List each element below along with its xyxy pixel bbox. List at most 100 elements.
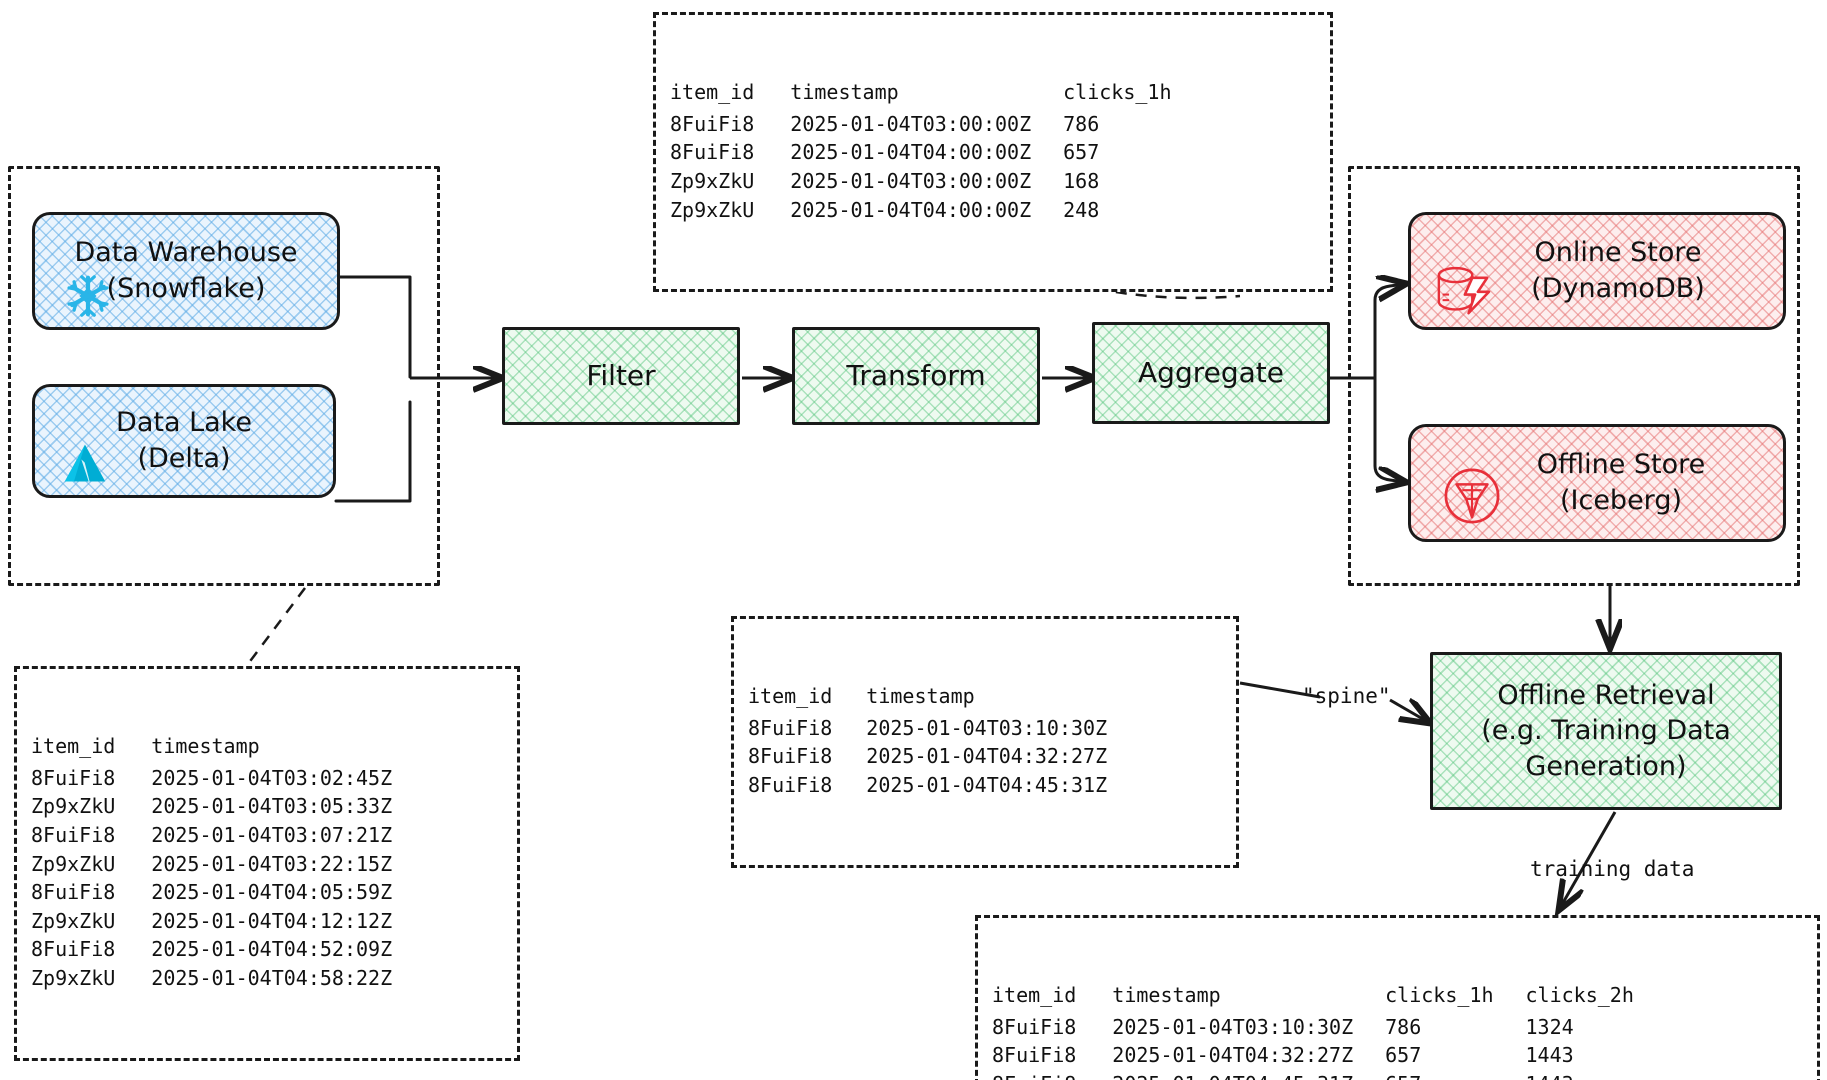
cell-item-id: 8FuiFi8	[748, 715, 833, 740]
cell-item-id: 8FuiFi8	[31, 937, 116, 962]
offline-store-line-1: Offline Store	[1536, 448, 1706, 480]
spine-annotation-label: "spine"	[1302, 684, 1391, 708]
table-row: 8FuiFi8 2025-01-04T04:00:00Z 657	[670, 138, 1172, 167]
cell-item-id: Zp9xZkU	[31, 851, 116, 876]
cell-timestamp: 2025-01-04T03:07:21Z	[151, 822, 393, 847]
aggregated-features-table: item_id timestamp clicks_1h 8FuiFi8 2025…	[653, 12, 1333, 293]
offline-retrieval-label: Offline Retrieval (e.g. Training Data Ge…	[1481, 678, 1731, 783]
cell-item-id: 8FuiFi8	[748, 772, 833, 797]
col-item-id: item_id	[670, 80, 755, 105]
table-row: 8FuiFi8 2025-01-04T04:45:31Z 657 1443	[992, 1070, 1634, 1080]
warehouse-line-1: Data Warehouse	[74, 236, 298, 268]
cell-timestamp: 2025-01-04T03:00:00Z	[790, 111, 1032, 136]
training-data-annotation-label: training data	[1530, 857, 1695, 881]
col-clicks-2h: clicks_2h	[1525, 983, 1634, 1008]
col-item-id: item_id	[748, 684, 833, 709]
cell-clicks-1h: 657	[1385, 1070, 1525, 1080]
table-row: 8FuiFi8 2025-01-04T04:32:27Z	[748, 742, 1107, 771]
cell-clicks-2h: 1443	[1525, 1043, 1574, 1068]
training-data-grid: item_id timestamp clicks_1h clicks_2h 8F…	[992, 981, 1634, 1080]
process-transform[interactable]: Transform	[792, 327, 1040, 425]
spine-grid: item_id timestamp 8FuiFi8 2025-01-04T03:…	[748, 682, 1107, 799]
cell-clicks-1h: 786	[1063, 111, 1100, 136]
table-row: 8FuiFi8 2025-01-04T03:10:30Z 786 1324	[992, 1013, 1634, 1042]
table-row: 8FuiFi8 2025-01-04T03:07:21Z	[31, 821, 392, 850]
table-header-row: item_id timestamp	[748, 682, 1107, 714]
col-timestamp: timestamp	[790, 80, 899, 105]
retrieval-line-3: Generation)	[1525, 750, 1687, 782]
table-row: 8FuiFi8 2025-01-04T04:45:31Z	[748, 771, 1107, 800]
lake-line-2: (Delta)	[137, 443, 231, 474]
col-clicks-1h: clicks_1h	[1063, 80, 1172, 105]
cell-timestamp: 2025-01-04T04:00:00Z	[790, 197, 1032, 222]
cell-timestamp: 2025-01-04T04:58:22Z	[151, 965, 393, 990]
col-item-id: item_id	[31, 734, 116, 759]
cell-timestamp: 2025-01-04T04:45:31Z	[1112, 1070, 1385, 1080]
process-filter[interactable]: Filter	[502, 327, 740, 425]
cell-item-id: 8FuiFi8	[992, 1014, 1077, 1039]
node-data-lake[interactable]: Data Lake (Delta)	[32, 384, 336, 498]
raw-events-grid: item_id timestamp 8FuiFi8 2025-01-04T03:…	[31, 732, 392, 992]
cell-item-id: 8FuiFi8	[670, 111, 755, 136]
table-row: Zp9xZkU 2025-01-04T04:00:00Z 248	[670, 196, 1172, 225]
cell-timestamp: 2025-01-04T03:10:30Z	[866, 715, 1108, 740]
cell-item-id: 8FuiFi8	[31, 822, 116, 847]
offline-store-line-2: (Iceberg)	[1559, 485, 1682, 516]
iceberg-icon	[1443, 467, 1501, 535]
table-header-row: item_id timestamp	[31, 732, 392, 764]
training-data-table: item_id timestamp clicks_1h clicks_2h 8F…	[975, 915, 1820, 1080]
col-timestamp: timestamp	[866, 684, 975, 709]
online-store-line-2: (DynamoDB)	[1531, 273, 1705, 304]
cell-timestamp: 2025-01-04T04:00:00Z	[790, 140, 1032, 165]
feature-stores-group	[1348, 166, 1800, 586]
cell-item-id: 8FuiFi8	[670, 140, 755, 165]
process-filter-label: Filter	[586, 358, 656, 392]
cell-timestamp: 2025-01-04T03:02:45Z	[151, 765, 393, 790]
cell-item-id: Zp9xZkU	[31, 794, 116, 819]
table-header-row: item_id timestamp clicks_1h clicks_2h	[992, 981, 1634, 1013]
table-header-row: item_id timestamp clicks_1h	[670, 78, 1172, 110]
snowflake-icon	[65, 273, 111, 329]
node-offline-store[interactable]: Offline Store (Iceberg)	[1408, 424, 1786, 542]
node-data-warehouse[interactable]: Data Warehouse (Snowflake)	[32, 212, 340, 330]
process-transform-label: Transform	[846, 358, 986, 392]
node-online-store[interactable]: Online Store (DynamoDB)	[1408, 212, 1786, 330]
cell-clicks-1h: 657	[1063, 140, 1100, 165]
table-row: Zp9xZkU 2025-01-04T03:00:00Z 168	[670, 167, 1172, 196]
cell-clicks-1h: 786	[1385, 1014, 1422, 1039]
cell-timestamp: 2025-01-04T04:12:12Z	[151, 908, 393, 933]
cell-timestamp: 2025-01-04T03:22:15Z	[151, 851, 393, 876]
col-item-id: item_id	[992, 983, 1077, 1008]
process-aggregate[interactable]: Aggregate	[1092, 322, 1330, 424]
node-data-warehouse-label: Data Warehouse (Snowflake)	[74, 235, 297, 308]
cell-item-id: Zp9xZkU	[31, 908, 116, 933]
cell-clicks-2h: 1443	[1526, 1070, 1634, 1080]
online-store-line-1: Online Store	[1534, 236, 1702, 268]
cell-item-id: 8FuiFi8	[31, 880, 116, 905]
delta-lake-icon	[61, 441, 109, 497]
retrieval-line-2: (e.g. Training Data	[1481, 715, 1731, 747]
sources-group	[8, 166, 440, 586]
col-clicks-1h: clicks_1h	[1385, 983, 1494, 1008]
warehouse-line-2: (Snowflake)	[106, 273, 266, 304]
table-row: 8FuiFi8 2025-01-04T04:05:59Z	[31, 878, 392, 907]
col-timestamp: timestamp	[151, 734, 260, 759]
cell-item-id: 8FuiFi8	[31, 765, 116, 790]
process-offline-retrieval[interactable]: Offline Retrieval (e.g. Training Data Ge…	[1430, 652, 1782, 810]
process-aggregate-label: Aggregate	[1138, 355, 1284, 389]
dynamodb-icon	[1435, 263, 1491, 325]
node-offline-store-label: Offline Store (Iceberg)	[1489, 447, 1706, 520]
spine-table: item_id timestamp 8FuiFi8 2025-01-04T03:…	[731, 616, 1239, 868]
table-row: Zp9xZkU 2025-01-04T04:12:12Z	[31, 907, 392, 936]
retrieval-line-1: Offline Retrieval	[1497, 680, 1715, 712]
cell-clicks-1h: 248	[1063, 197, 1100, 222]
cell-clicks-1h: 168	[1063, 168, 1100, 193]
cell-timestamp: 2025-01-04T03:10:30Z	[1112, 1014, 1354, 1039]
cell-timestamp: 2025-01-04T03:00:00Z	[790, 168, 1032, 193]
node-data-lake-label: Data Lake (Delta)	[116, 405, 252, 478]
cell-timestamp: 2025-01-04T04:45:31Z	[866, 772, 1108, 797]
table-row: 8FuiFi8 2025-01-04T03:10:30Z	[748, 714, 1107, 743]
cell-timestamp: 2025-01-04T04:05:59Z	[151, 880, 393, 905]
table-row: 8FuiFi8 2025-01-04T04:52:09Z	[31, 935, 392, 964]
